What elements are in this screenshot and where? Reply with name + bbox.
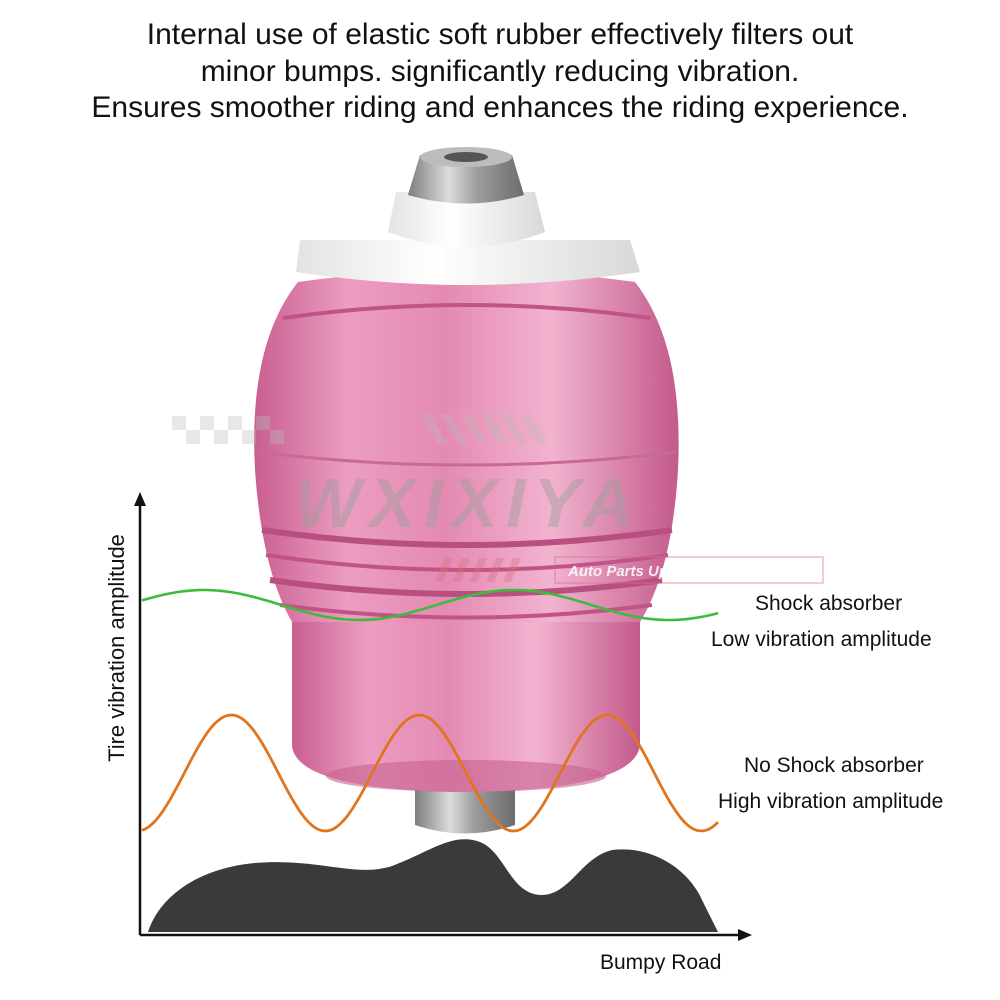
headline-line-2: minor bumps. significantly reducing vibr… [200,55,800,88]
y-axis-label: Tire vibration amplitude [104,534,129,762]
watermark-brand: WXIXIYA [295,464,641,542]
headline-line-1: Internal use of elastic soft rubber effe… [146,18,854,51]
pink-body [254,270,679,622]
white-bushing [388,192,545,247]
high-vibration-curve [141,713,719,833]
x-axis-label: Bumpy Road [600,951,722,974]
lower-cylinder [292,620,640,792]
bottom-bolt [415,785,515,834]
low-vibration-curve [141,588,719,622]
high-curve-label-1: No Shock absorber [744,754,924,777]
white-collar [296,240,640,285]
low-curve-label-2: Low vibration amplitude [711,628,932,651]
bumpy-road-shape [148,839,718,932]
watermark-tagline: Auto Parts Upgrading Expert [567,563,775,580]
low-curve-label-1: Shock absorber [755,592,903,615]
headline-line-3: Ensures smoother riding and enhances the… [91,91,909,124]
watermark-decoration [172,414,824,584]
high-curve-label-2: High vibration amplitude [718,790,944,813]
top-bolt [408,155,524,204]
